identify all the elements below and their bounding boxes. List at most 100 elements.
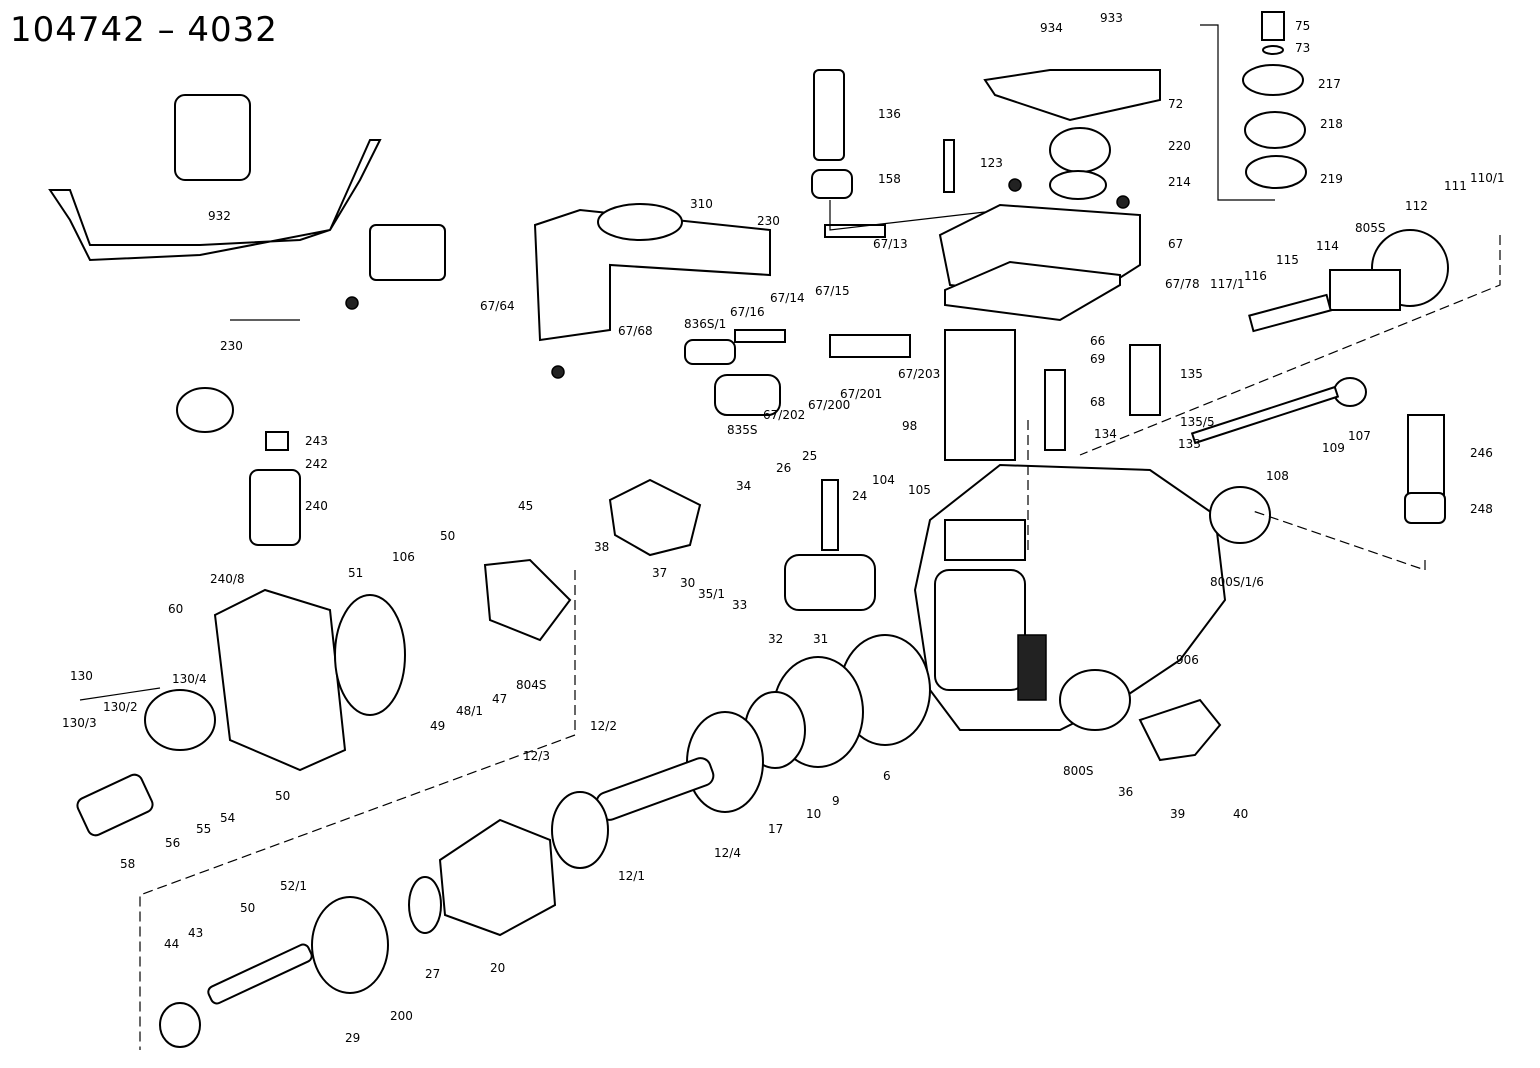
disk-27 <box>408 876 442 934</box>
marker-dot-3 <box>345 296 359 310</box>
bolt-123 <box>943 139 955 193</box>
part-label-66: 66 <box>1090 334 1105 348</box>
sleeve-214 <box>1049 170 1107 200</box>
pin-68 <box>1044 369 1066 451</box>
part-label-67-64: 67/64 <box>480 299 515 313</box>
part-label-58: 58 <box>120 857 135 871</box>
nut-107 <box>1333 377 1367 407</box>
part-label-67-200: 67/200 <box>808 398 850 412</box>
flange-12 <box>551 791 609 869</box>
part-label-48-1: 48/1 <box>456 704 483 718</box>
part-label-106: 106 <box>392 550 415 564</box>
part-label-200: 200 <box>390 1009 413 1023</box>
bracket-98 <box>944 329 1016 461</box>
part-label-117-1: 117/1 <box>1210 277 1245 291</box>
part-label-804s: 804S <box>516 678 547 692</box>
cap-217 <box>1242 64 1304 96</box>
part-label-20: 20 <box>490 961 505 975</box>
part-label-135-5: 135/5 <box>1180 415 1215 429</box>
bolt-246 <box>1407 414 1445 496</box>
part-label-218: 218 <box>1320 117 1343 131</box>
head-50 <box>213 588 347 772</box>
part-label-38: 38 <box>594 540 609 554</box>
plate-45 <box>483 558 572 642</box>
assembly-line-933 <box>1200 24 1275 201</box>
part-label-44: 44 <box>164 937 179 951</box>
part-label-248: 248 <box>1470 502 1493 516</box>
part-label-55: 55 <box>196 822 211 836</box>
part-label-27: 27 <box>425 967 440 981</box>
part-label-12-4: 12/4 <box>714 846 741 860</box>
part-label-30: 30 <box>680 576 695 590</box>
part-label-800s: 800S <box>1063 764 1094 778</box>
part-label-60: 60 <box>168 602 183 616</box>
part-label-50a: 50 <box>440 529 455 543</box>
assembly-line-130 <box>79 687 161 701</box>
ring-248 <box>1404 492 1446 524</box>
part-label-134: 134 <box>1094 427 1117 441</box>
housing-window <box>944 519 1026 561</box>
part-label-800s-1-6: 800S/1/6 <box>1210 575 1264 589</box>
nut-75 <box>1261 11 1285 41</box>
screw-67-15 <box>824 224 886 238</box>
solenoid-240 <box>249 469 301 546</box>
part-label-114: 114 <box>1316 239 1339 253</box>
cup-219 <box>1245 155 1307 189</box>
fitting-58 <box>76 773 154 837</box>
assembly-lines <box>79 24 1501 1050</box>
screw-67-16 <box>734 329 786 343</box>
part-label-45: 45 <box>518 499 533 513</box>
part-label-67: 67 <box>1168 237 1183 251</box>
cover-39 <box>1138 698 1222 762</box>
part-label-6: 6 <box>883 769 891 783</box>
part-label-835s: 835S <box>727 423 758 437</box>
part-label-33: 33 <box>732 598 747 612</box>
marker-dot-4 <box>551 365 565 379</box>
part-label-246: 246 <box>1470 446 1493 460</box>
part-label-220: 220 <box>1168 139 1191 153</box>
part-label-12-3: 12/3 <box>523 749 550 763</box>
valve-130-4 <box>144 689 216 751</box>
part-label-933: 933 <box>1100 11 1123 25</box>
part-label-51: 51 <box>348 566 363 580</box>
part-label-934: 934 <box>1040 21 1063 35</box>
part-label-37: 37 <box>652 566 667 580</box>
part-label-240: 240 <box>305 499 328 513</box>
part-label-12-2: 12/2 <box>590 719 617 733</box>
valve-835s <box>714 374 781 416</box>
part-label-40: 40 <box>1233 807 1248 821</box>
diagram-title: 104742 – 4032 <box>10 10 278 50</box>
nut-243 <box>265 431 289 451</box>
part-label-130-2: 130/2 <box>103 700 138 714</box>
part-label-108: 108 <box>1266 469 1289 483</box>
part-label-242: 242 <box>305 457 328 471</box>
part-label-12-1: 12/1 <box>618 869 645 883</box>
spring-220 <box>1049 127 1111 173</box>
bolt-136 <box>813 69 845 161</box>
part-label-49: 49 <box>430 719 445 733</box>
part-label-50b: 50 <box>275 789 290 803</box>
part-label-56: 56 <box>165 836 180 850</box>
wheel-29 <box>311 896 389 994</box>
part-label-214: 214 <box>1168 175 1191 189</box>
bracket-230-left <box>48 139 382 262</box>
coupling-20 <box>438 818 557 937</box>
drive-shaft-12-1 <box>595 757 715 821</box>
flange-37 <box>608 478 702 557</box>
part-label-68: 68 <box>1090 395 1105 409</box>
part-label-123: 123 <box>980 156 1003 170</box>
part-label-67-68: 67/68 <box>618 324 653 338</box>
parts-drawing <box>48 11 1449 1048</box>
valve-836s1 <box>684 339 736 365</box>
part-label-836s-1: 836S/1 <box>684 317 726 331</box>
part-label-310: 310 <box>690 197 713 211</box>
shaft-115 <box>1248 293 1332 333</box>
assembly-line-45 <box>139 570 576 1050</box>
housing-bore <box>934 569 1026 691</box>
gasket-800s <box>1059 669 1131 731</box>
part-label-906: 906 <box>1176 653 1199 667</box>
part-label-17: 17 <box>768 822 783 836</box>
marker-dot-1 <box>1008 178 1022 192</box>
part-label-111: 111 <box>1444 179 1467 193</box>
